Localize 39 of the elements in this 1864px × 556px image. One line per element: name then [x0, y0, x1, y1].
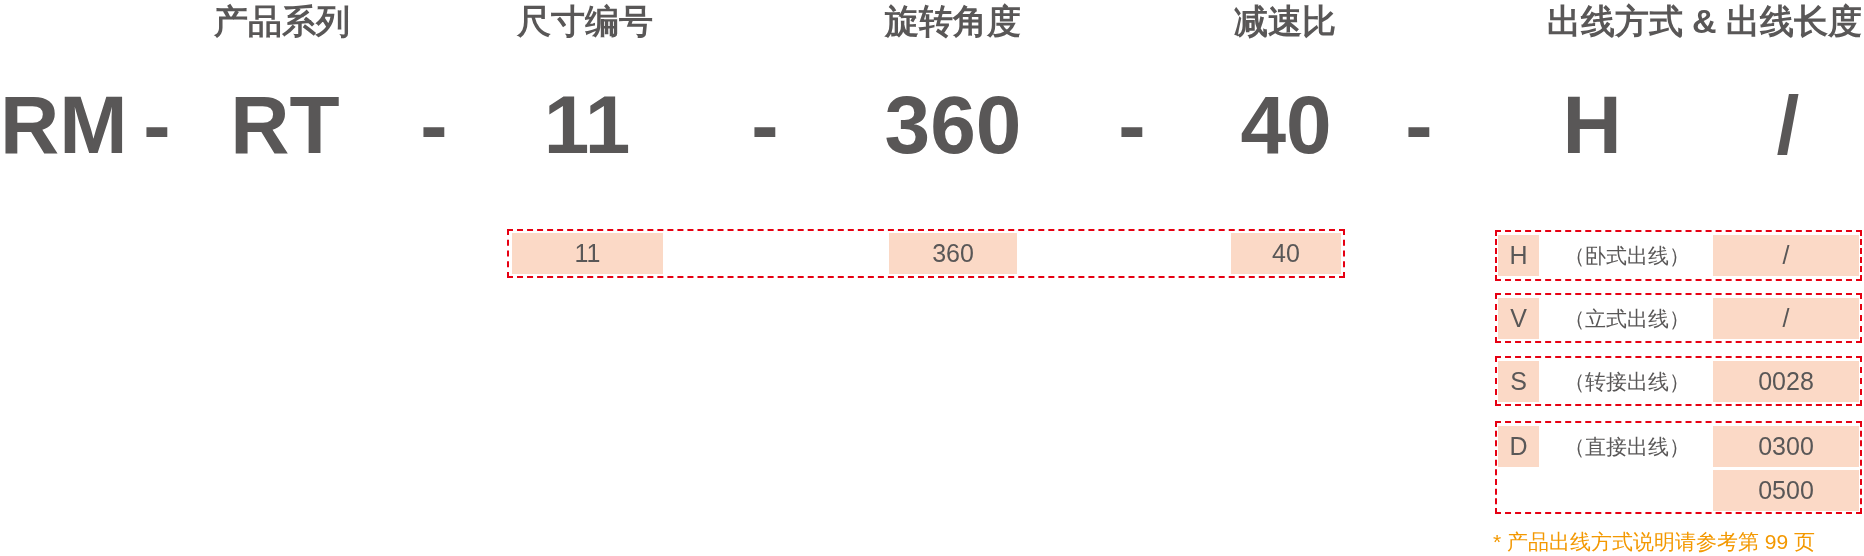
- option-description: （转接出线）: [1564, 369, 1690, 395]
- column-heading: 减速比: [1234, 1, 1336, 41]
- cable-code: S: [1498, 361, 1539, 402]
- cable-option-row: [1495, 293, 1862, 343]
- cable-length-value: /: [1713, 298, 1859, 339]
- option-description: （直接出线）: [1564, 434, 1690, 460]
- model-code-part: RM: [0, 84, 128, 166]
- ratio-option: 40: [1231, 233, 1341, 274]
- column-heading: 出线方式 & 出线长度: [1546, 1, 1862, 41]
- column-heading: 旋转角度: [885, 1, 1021, 41]
- separator-dash: -: [751, 84, 779, 166]
- footnote: * 产品出线方式说明请参考第 99 页: [1493, 530, 1816, 554]
- model-code-part: H: [1562, 84, 1622, 166]
- option-description: （立式出线）: [1564, 306, 1690, 332]
- angle-option: 360: [889, 233, 1017, 274]
- model-code-part: 360: [884, 84, 1022, 166]
- column-heading: 尺寸编号: [517, 1, 653, 41]
- cable-length-value: 0500: [1713, 470, 1859, 511]
- model-code-part: 11: [543, 84, 631, 166]
- separator-dash: -: [1405, 84, 1433, 166]
- cable-length-value: 0028: [1713, 361, 1859, 402]
- model-code-part: /: [1776, 84, 1800, 166]
- column-heading: 产品系列: [214, 1, 350, 41]
- cable-code: D: [1498, 426, 1539, 467]
- separator-dash: -: [420, 84, 448, 166]
- cable-option-row: [1495, 356, 1862, 406]
- cable-option-row: [1495, 230, 1862, 281]
- cable-code: H: [1498, 235, 1539, 276]
- cable-length-value: 0300: [1713, 426, 1859, 467]
- separator-dash: -: [1118, 84, 1146, 166]
- cable-option-row: [1495, 421, 1862, 514]
- option-group-frame: [507, 229, 1345, 278]
- option-description: （卧式出线）: [1564, 243, 1690, 269]
- model-code-part: RT: [230, 84, 340, 166]
- size-option: 11: [512, 233, 663, 274]
- model-code-part: 40: [1240, 84, 1332, 166]
- separator-dash: -: [143, 84, 171, 166]
- cable-code: V: [1498, 298, 1539, 339]
- cable-length-value: /: [1713, 235, 1859, 276]
